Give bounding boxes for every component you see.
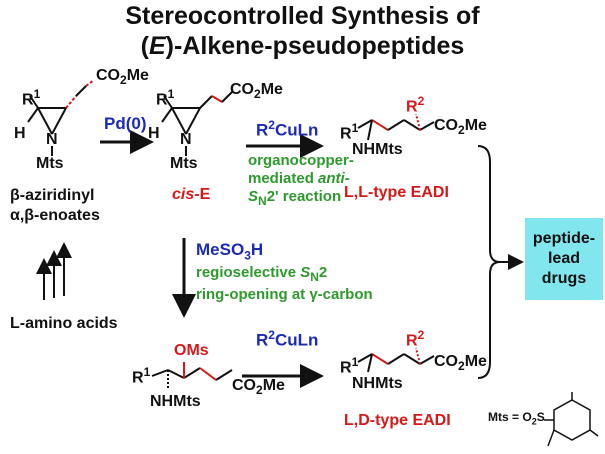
start-CO2Me-label: CO2Me [96,67,149,88]
mts-definition: Mts = O2S [488,410,545,427]
diagram-title-line2: (E)-Alkene-pseudopeptides [140,32,465,60]
start-Mts-label: Mts [36,155,64,172]
step3-description: regioselective SN2 ring-opening at γ-car… [196,264,373,303]
start-R1-label: R1 [22,87,41,109]
start-label-line1: β-aziridinyl [10,187,95,204]
step3-reagent: MeSO3H [196,240,264,263]
step2-reagent: R2CuLn [256,118,319,140]
start-H-label: H [14,125,26,142]
target-line2: lead [547,250,580,267]
multistep-arrows [36,242,72,300]
start-label-line2: α,β-enoates [10,207,100,224]
product1-R1-label: R1 [340,121,359,143]
intermediate-structure [151,362,233,388]
product1-R2-label: R2 [406,94,425,116]
start-aziridine-structure [27,79,95,156]
step1-reagent: Pd(0) [104,114,147,133]
cisE-R1-label: R1 [156,87,175,109]
cisE-H-label: H [148,125,160,142]
product1-structure [357,113,435,141]
product2-CO2Me-label: CO2Me [434,353,487,374]
mts-mesityl-ring [544,392,599,447]
product2-label: L,D-type EADI [344,412,451,429]
product1-label: L,L-type EADI [344,184,449,201]
product1-CO2Me-label: CO2Me [434,117,487,138]
intermediate-OMs-label: OMs [174,342,209,359]
target-box: peptide- lead drugs [525,218,603,300]
start-N-label: N [46,131,58,148]
target-line3: drugs [541,270,587,287]
cisE-label: cis-E [172,186,211,203]
cisE-N-label: N [180,131,192,148]
cisE-aziridine-structure [161,91,233,156]
intermediate-NHMts-label: NHMts [150,393,201,410]
product2-NHMts-label: NHMts [352,375,403,392]
product2-R1-label: R1 [340,355,359,377]
intermediate-R1-label: R1 [132,365,151,387]
step4-reagent: R2CuLn [256,328,319,350]
step2-description: organocopper- mediated anti- SN2' reacti… [248,152,354,208]
convergence-brace [477,145,524,379]
intermediate-CO2Me-label: CO2Me [232,377,285,398]
product2-R2-label: R2 [406,328,425,350]
cisE-Mts-label: Mts [170,155,198,172]
product2-structure [357,347,435,373]
product1-NHMts-label: NHMts [352,141,403,158]
diagram-title-line1: Stereocontrolled Synthesis of [125,2,480,30]
start-source-label: L-amino acids [10,315,118,332]
cisE-CO2Me-label: CO2Me [230,81,283,102]
target-line1: peptide- [532,230,596,247]
